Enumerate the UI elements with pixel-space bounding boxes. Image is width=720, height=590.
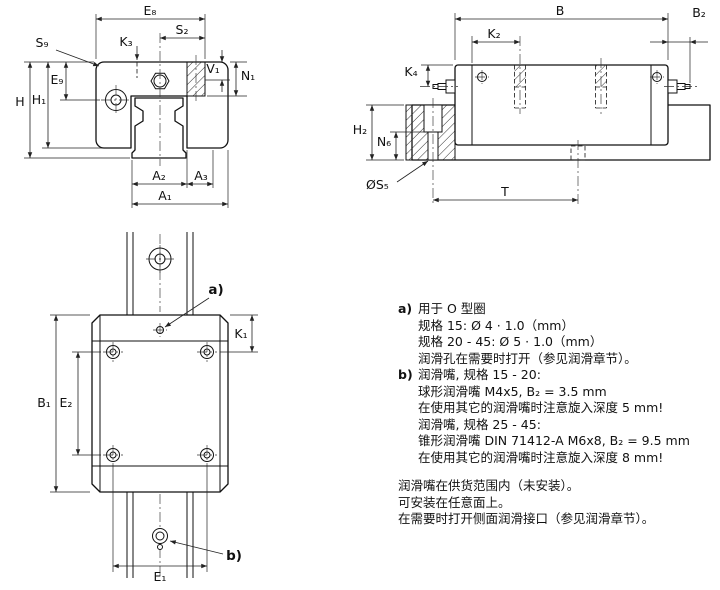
notes-panel: a) 用于 O 型圈 规格 15: Ø 4 · 1.0（mm） 规格 20 - … (398, 301, 720, 528)
note-line: 润滑嘴在供货范围内（未安装）。 (398, 478, 580, 493)
callout-a-label: a) (208, 282, 223, 298)
side-view-dimensions: B K₂ B₂ K₄ H₂ N₆ ØS₅ T (353, 3, 708, 203)
dim-label-n1: N₁ (241, 68, 255, 83)
top-view-dimensions: K₁ B₁ E₂ E₁ a) b) (37, 282, 258, 584)
dim-label-s9: S₉ (36, 35, 49, 50)
note-a-label: a) (398, 301, 413, 316)
note-line: 用于 O 型圈 (418, 301, 486, 316)
dim-label-b: B (556, 3, 565, 18)
dim-label-a2: A₂ (152, 168, 166, 183)
dim-label-s5: ØS₅ (366, 177, 389, 192)
dim-label-e2: E₂ (60, 395, 73, 410)
lube-nipple-top-view (152, 528, 168, 544)
top-view-shapes (91, 232, 229, 578)
dim-label-v1: V₁ (206, 61, 220, 76)
dim-label-n6: N₆ (377, 134, 391, 149)
note-line: 在使用其它的润滑嘴时注意旋入深度 8 mm! (418, 449, 664, 465)
front-view-shapes (95, 33, 229, 166)
dim-label-e9: E₉ (51, 72, 64, 87)
dim-label-b2: B₂ (692, 5, 706, 20)
note-a: a) 用于 O 型圈 规格 15: Ø 4 · 1.0（mm） 规格 20 - … (398, 301, 720, 367)
dim-label-h2: H₂ (353, 122, 367, 137)
note-line: 润滑嘴, 规格 25 - 45: (418, 416, 541, 432)
carriage-top-outline (91, 314, 229, 493)
side-view-shapes (405, 36, 711, 206)
top-view: K₁ B₁ E₂ E₁ a) b) (37, 232, 258, 584)
note-line: 润滑嘴, 规格 15 - 20: (418, 367, 541, 382)
dim-label-b1: B₁ (37, 395, 51, 410)
dim-label-e1: E₁ (154, 569, 167, 584)
dim-label-h: H (15, 94, 24, 109)
dim-label-s2: S₂ (176, 22, 189, 37)
note-line: 规格 15: Ø 4 · 1.0（mm） (418, 317, 574, 333)
dim-label-t: T (500, 184, 509, 199)
dim-label-a3: A₃ (194, 168, 208, 183)
dim-label-a1: A₁ (158, 188, 172, 203)
side-view: B K₂ B₂ K₄ H₂ N₆ ØS₅ T (353, 3, 711, 206)
note-b-label: b) (398, 367, 413, 382)
note-line: 球形润滑嘴 M4x5, B₂ = 3.5 mm (418, 383, 607, 399)
carriage-side-outline (454, 64, 669, 146)
front-view-dimensions: E₈ S₂ K₃ S₉ V₁ N₁ H H₁ E₉ (15, 3, 255, 208)
note-b: b) 润滑嘴, 规格 15 - 20: 球形润滑嘴 M4x5, B₂ = 3.5… (398, 367, 720, 466)
note-footer: 润滑嘴在供货范围内（未安装）。 可安装在任意面上。 在需要时打开侧面润滑接口（参… (398, 478, 720, 528)
note-line: 在使用其它的润滑嘴时注意旋入深度 5 mm! (418, 400, 664, 415)
dim-label-h1: H₁ (32, 92, 46, 107)
dim-label-k2: K₂ (487, 26, 500, 41)
note-line: 规格 20 - 45: Ø 5 · 1.0（mm） (418, 334, 603, 349)
front-view: E₈ S₂ K₃ S₉ V₁ N₁ H H₁ E₉ (15, 3, 255, 208)
dim-label-k4: K₄ (404, 64, 417, 79)
dim-label-e8: E₈ (144, 3, 157, 18)
hex-bolt-front (150, 72, 170, 90)
callout-b-label: b) (226, 548, 242, 564)
note-line: 在需要时打开侧面润滑接口（参见润滑章节）。 (398, 511, 655, 526)
dim-label-k3: K₃ (119, 34, 132, 49)
note-line: 润滑孔在需要时打开（参见润滑章节）。 (418, 350, 637, 366)
rail-front-profile (131, 97, 187, 159)
note-line: 锥形润滑嘴 DIN 71412-A M6x8, B₂ = 9.5 mm (418, 433, 690, 448)
note-line: 可安装在任意面上。 (398, 494, 511, 510)
dim-label-k1: K₁ (234, 326, 247, 341)
